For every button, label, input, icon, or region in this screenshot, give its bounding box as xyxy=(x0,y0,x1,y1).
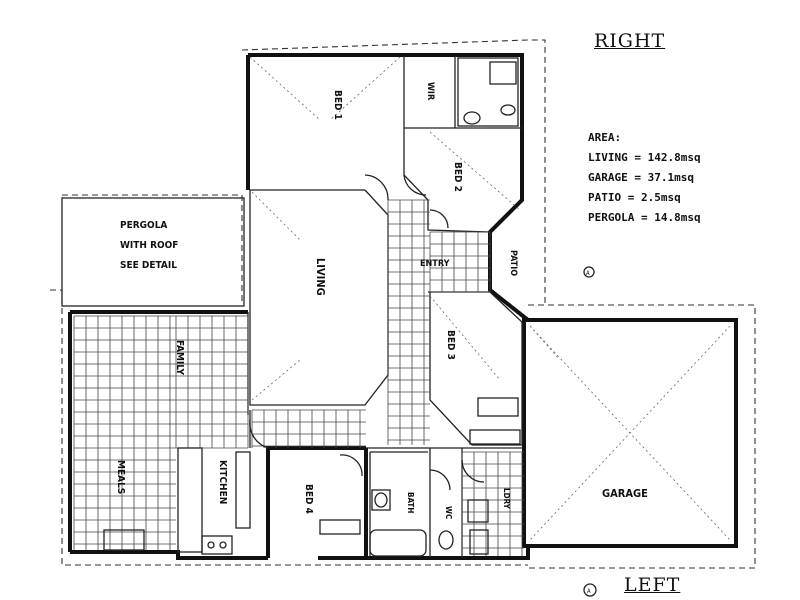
orientation-label-bottom: LEFT xyxy=(624,574,681,596)
robe-shelves xyxy=(319,397,521,535)
room-label-wc: WC xyxy=(444,506,453,519)
kitchen-fixtures xyxy=(103,447,251,555)
pergola-label-line2: WITH ROOF xyxy=(120,240,178,251)
room-label-family: FAMILY xyxy=(174,340,185,375)
room-label-patio: PATIO xyxy=(508,250,518,276)
internal-walls xyxy=(247,56,523,558)
room-label-wir: WIR xyxy=(425,82,435,101)
pergola-area xyxy=(61,197,245,307)
section-markers: A A xyxy=(583,266,597,597)
area-row-pergola: PERGOLA = 14.8msq xyxy=(588,211,701,224)
door-swings xyxy=(249,174,485,491)
section-mark-bottom: A xyxy=(587,588,591,595)
area-row-patio: PATIO = 2.5msq xyxy=(588,191,681,204)
section-mark-top: A xyxy=(586,270,590,277)
room-label-entry: ENTRY xyxy=(420,259,450,269)
orientation-label-top: RIGHT xyxy=(594,30,666,52)
room-label-meals: MEALS xyxy=(115,460,126,494)
bathroom-fixtures xyxy=(369,489,489,557)
area-schedule-heading: AREA: xyxy=(588,131,622,144)
area-row-living: LIVING = 142.8msq xyxy=(588,151,701,164)
area-schedule: AREA: LIVING = 142.8msq GARAGE = 37.1msq… xyxy=(588,128,701,228)
room-label-garage: GARAGE xyxy=(602,487,648,500)
garage-roof-lines xyxy=(529,325,731,541)
ensuite-fixtures xyxy=(457,57,519,127)
tile-floor-grid xyxy=(73,199,524,556)
room-labels: BED 1 WIR BED 2 LIVING ENTRY PATIO BED 3… xyxy=(115,82,648,519)
room-label-bed2: BED 2 xyxy=(452,162,463,192)
pergola-label-line3: SEE DETAIL xyxy=(120,260,177,271)
room-label-kitchen: KITCHEN xyxy=(217,460,228,504)
hip-roof-lines xyxy=(249,56,521,401)
room-label-bath: BATH xyxy=(406,492,415,513)
room-label-bed1: BED 1 xyxy=(332,90,343,120)
pergola-label-line1: PERGOLA xyxy=(120,220,167,231)
room-label-living: LIVING xyxy=(314,258,327,296)
room-label-ldry: LDRY xyxy=(502,488,511,510)
room-label-bed4: BED 4 xyxy=(303,484,314,514)
room-label-bed3: BED 3 xyxy=(445,330,456,360)
area-row-garage: GARAGE = 37.1msq xyxy=(588,171,694,184)
boundary-lines xyxy=(50,39,756,569)
